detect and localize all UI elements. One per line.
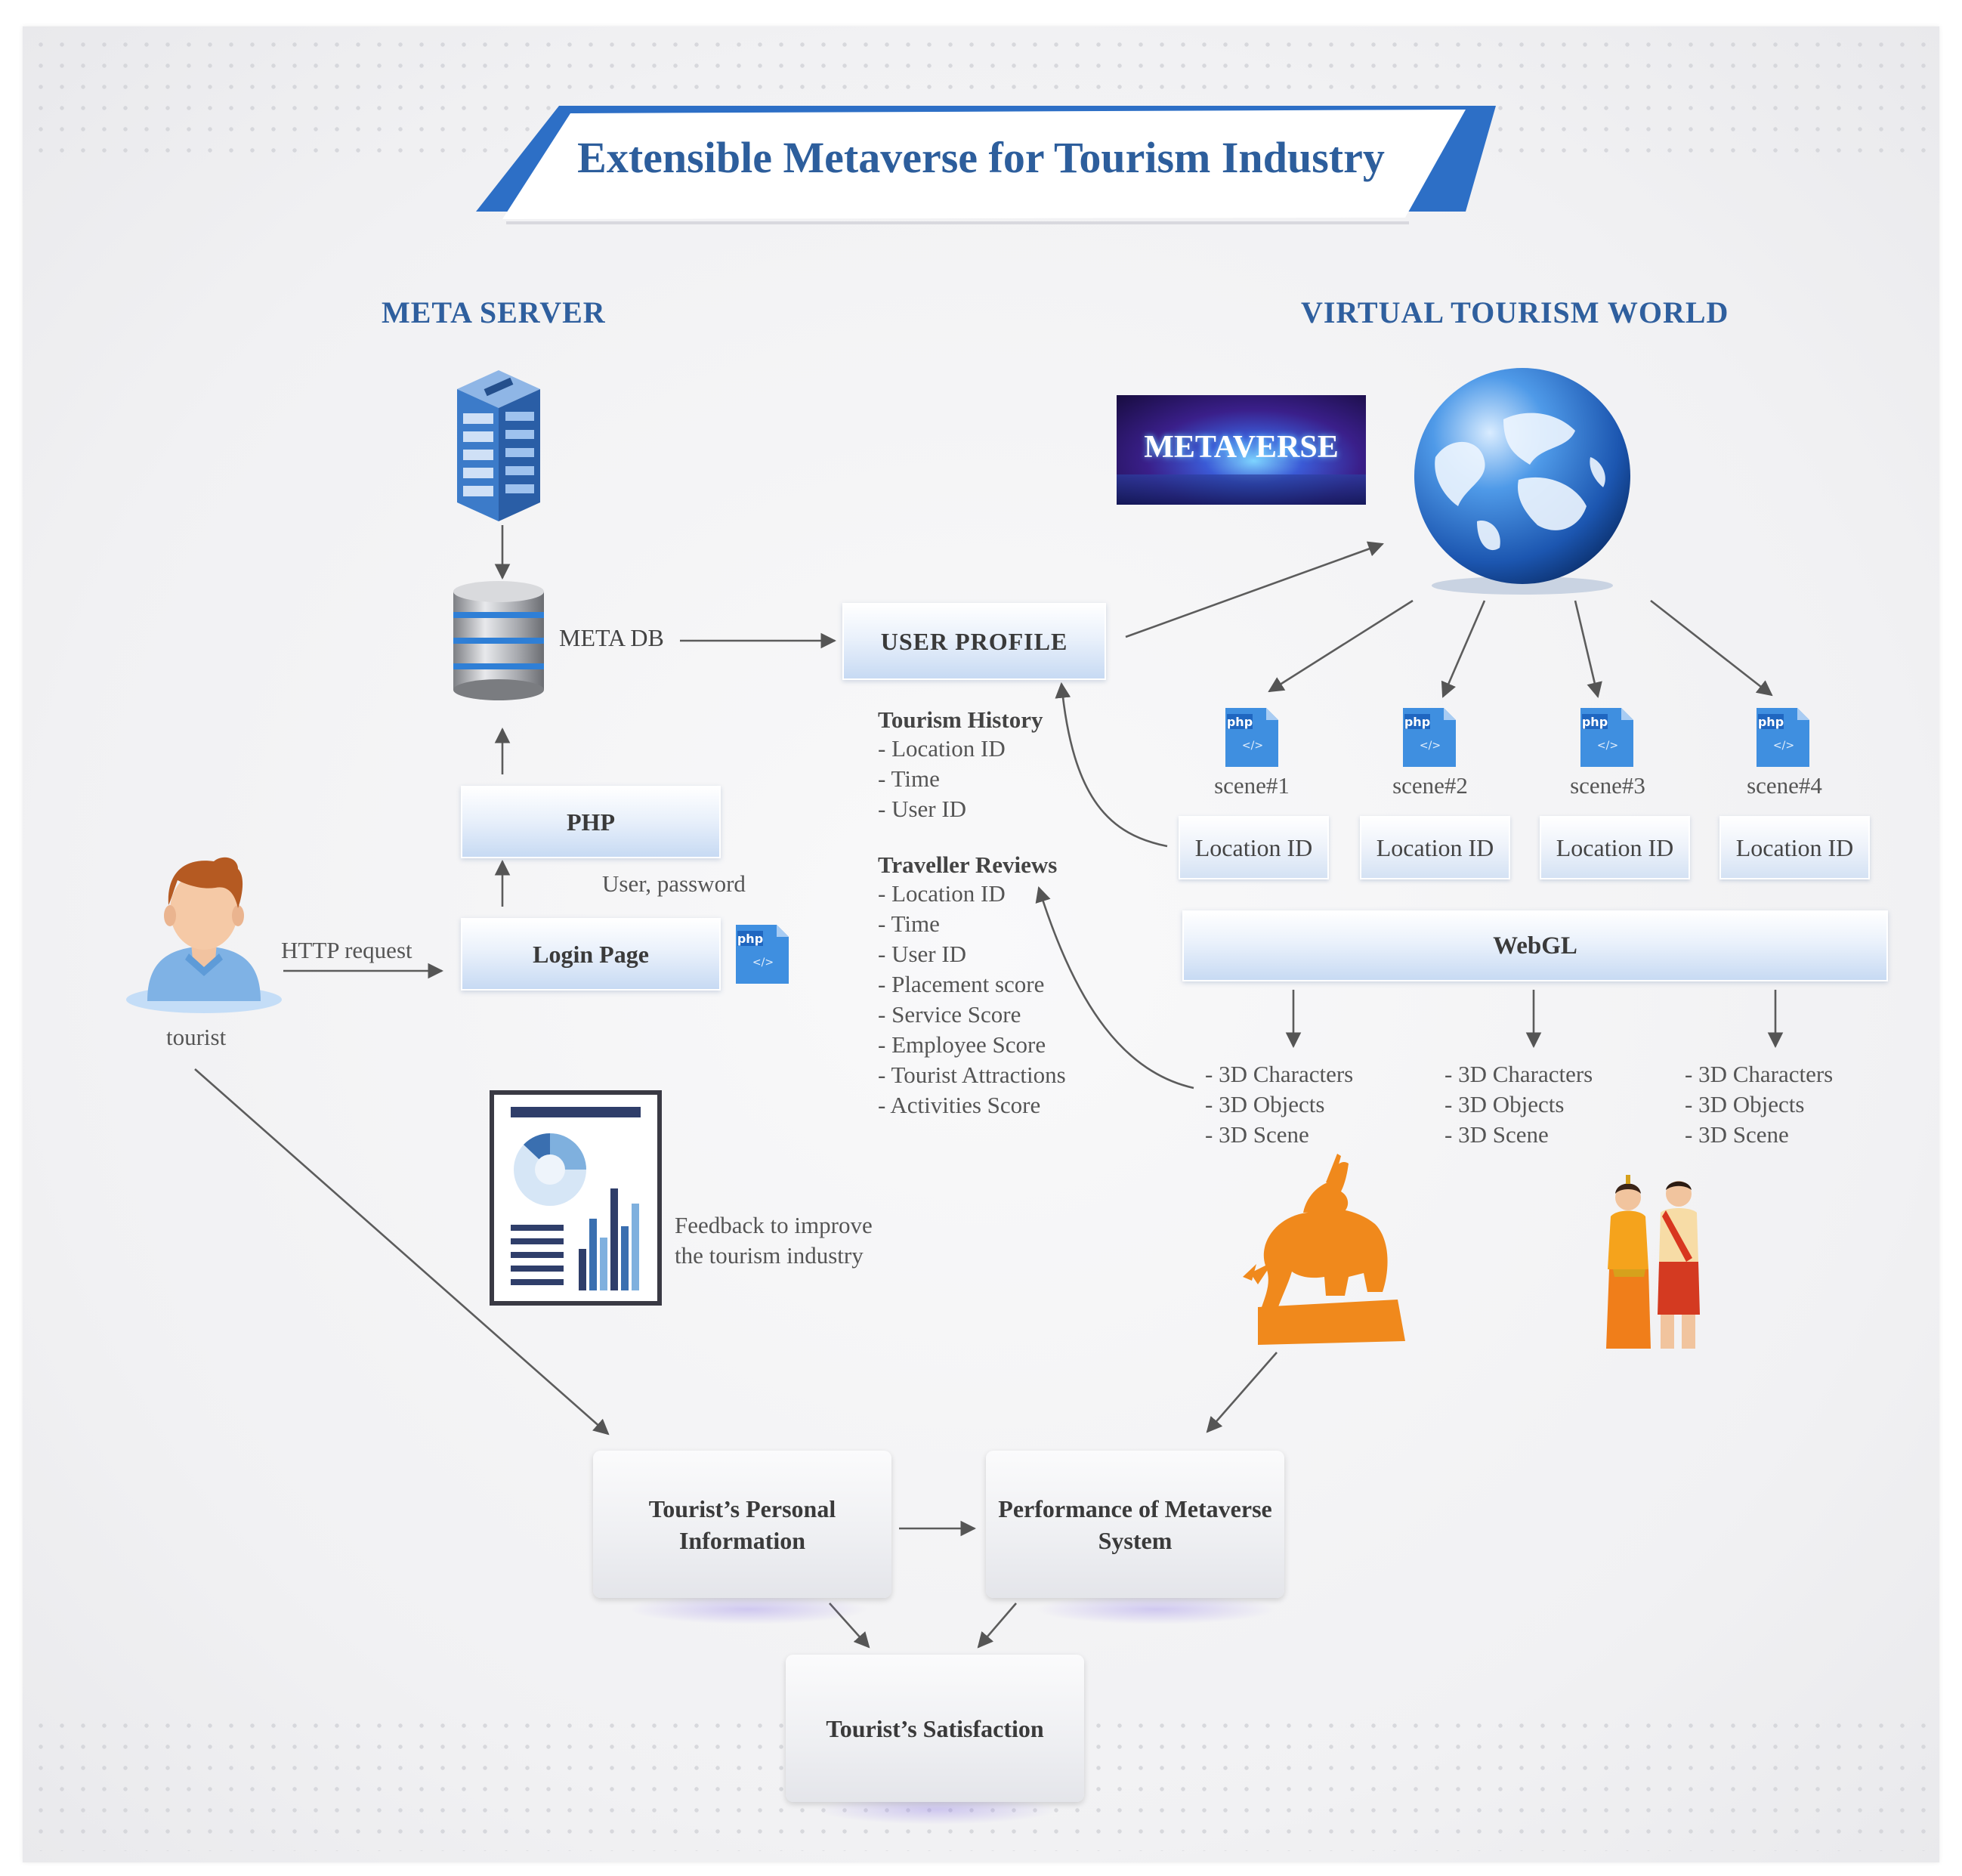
php-icon-tag: </> [1242, 740, 1263, 752]
arrow-globe-to-scene3 [1574, 600, 1602, 699]
elephant-monument-icon [1243, 1154, 1405, 1345]
scene-label: scene#3 [1570, 772, 1645, 799]
login-page-box[interactable]: Login Page [461, 918, 721, 991]
location-id-box: Location ID [1360, 816, 1510, 879]
tourism-history-block: Tourism History - Location ID - Time - U… [878, 706, 1043, 824]
banner-horizon [1117, 474, 1366, 505]
history-item: - Time [878, 765, 940, 792]
page-title: Extensible Metaverse for Tourism Industr… [577, 133, 1385, 182]
tourist-satisfaction-label: Tourist’s Satisfaction [826, 1714, 1044, 1742]
php-icon-text: php [1758, 715, 1784, 729]
location-id-box: Location ID [1179, 816, 1329, 879]
history-item: - Location ID [878, 735, 1006, 762]
tourist-label: tourist [166, 1024, 227, 1050]
webgl-box: WebGL [1182, 910, 1888, 981]
metaverse-banner-text: METAVERSE [1144, 430, 1339, 465]
arrow-personal-to-satisfaction [829, 1602, 870, 1649]
asset-item: - 3D Characters [1444, 1061, 1593, 1087]
metaverse-performance-box: Performance of Metaverse System [986, 1451, 1284, 1598]
performance-glow [1035, 1594, 1277, 1624]
meta-db-label: META DB [559, 624, 664, 651]
tourist-personal-info-label: Tourist’s Personal Information [648, 1494, 836, 1554]
tourism-history-heading: Tourism History [878, 706, 1043, 733]
asset-item: - 3D Characters [1205, 1061, 1354, 1087]
asset-item: - 3D Objects [1444, 1091, 1565, 1117]
review-item: - Placement score [878, 971, 1045, 997]
traveller-reviews-block: Traveller Reviews - Location ID - Time -… [878, 851, 1066, 1120]
assets-list: - 3D Characters - 3D Objects - 3D Scene [1205, 1059, 1353, 1150]
user-profile-box: USER PROFILE [842, 603, 1106, 680]
asset-item: - 3D Scene [1205, 1121, 1309, 1148]
review-item: - Service Score [878, 1001, 1021, 1028]
php-file-icon: php </> [736, 925, 789, 984]
review-item: - Tourist Attractions [878, 1062, 1066, 1088]
personal-glow [627, 1594, 869, 1624]
arrow-globe-to-scene4 [1650, 599, 1773, 697]
php-box: PHP [461, 786, 721, 858]
metaverse-banner-image: METAVERSE [1117, 395, 1366, 505]
server-rack-icon [457, 370, 540, 521]
metaverse-performance-label: Performance of Metaverse System [998, 1494, 1272, 1554]
php-icon-text: php [1582, 715, 1608, 729]
scene4-php-icon: php </> [1757, 708, 1809, 767]
review-item: - Activities Score [878, 1092, 1041, 1118]
php-icon-text: php [1404, 715, 1430, 729]
tourist-avatar [126, 857, 282, 1013]
tourist-satisfaction-box: Tourist’s Satisfaction [786, 1655, 1084, 1802]
php-icon-text: php [737, 932, 763, 946]
scene3-php-icon: php </> [1580, 708, 1633, 767]
scene-label: scene#4 [1747, 772, 1822, 799]
arrow-globe-to-scene1 [1268, 599, 1414, 693]
tourist-personal-info-box: Tourist’s Personal Information [593, 1451, 891, 1598]
php-icon-tag: </> [1597, 740, 1618, 752]
scene-label: scene#2 [1392, 772, 1468, 799]
feedback-label: Feedback to improve the tourism industry [675, 1212, 873, 1269]
assets-list: - 3D Characters - 3D Objects - 3D Scene [1685, 1059, 1833, 1150]
scene2-php-icon: php </> [1403, 708, 1456, 767]
history-item: - User ID [878, 796, 967, 822]
php-icon-tag: </> [1773, 740, 1794, 752]
arrow-elephant-to-performance [1206, 1352, 1278, 1433]
location-id-box: Location ID [1719, 816, 1870, 879]
php-icon-text: php [1227, 715, 1253, 729]
credentials-label: User, password [602, 870, 746, 897]
php-icon-tag: </> [752, 957, 774, 969]
scene1-php-icon: php </> [1225, 708, 1278, 767]
report-chart-icon [490, 1090, 662, 1306]
database-icon [453, 581, 544, 700]
meta-server-heading: META SERVER [382, 295, 606, 329]
traveller-reviews-heading: Traveller Reviews [878, 851, 1058, 878]
review-item: - User ID [878, 941, 967, 967]
arrow-tourist-to-personal [194, 1068, 610, 1436]
arrow-assets-to-reviews [1035, 886, 1194, 1089]
assets-list: - 3D Characters - 3D Objects - 3D Scene [1444, 1059, 1593, 1150]
asset-item: - 3D Scene [1444, 1121, 1549, 1148]
arrow-profile-to-globe [1125, 541, 1384, 638]
globe-icon [1414, 368, 1630, 595]
http-request-label: HTTP request [281, 937, 412, 963]
asset-item: - 3D Objects [1685, 1091, 1805, 1117]
asset-item: - 3D Objects [1205, 1091, 1325, 1117]
virtual-world-heading: VIRTUAL TOURISM WORLD [1301, 295, 1729, 329]
review-item: - Location ID [878, 880, 1006, 907]
arrow-performance-to-satisfaction [977, 1602, 1017, 1649]
asset-item: - 3D Scene [1685, 1121, 1789, 1148]
review-item: - Time [878, 910, 940, 937]
arrow-location-to-history [1055, 681, 1168, 848]
review-item: - Employee Score [878, 1031, 1046, 1058]
php-icon-tag: </> [1420, 740, 1441, 752]
thai-couple-icon [1606, 1175, 1700, 1349]
location-id-box: Location ID [1540, 816, 1690, 879]
arrow-globe-to-scene2 [1441, 600, 1486, 698]
scene-label: scene#1 [1214, 772, 1290, 799]
title-banner-shape [476, 106, 1496, 224]
asset-item: - 3D Characters [1685, 1061, 1834, 1087]
